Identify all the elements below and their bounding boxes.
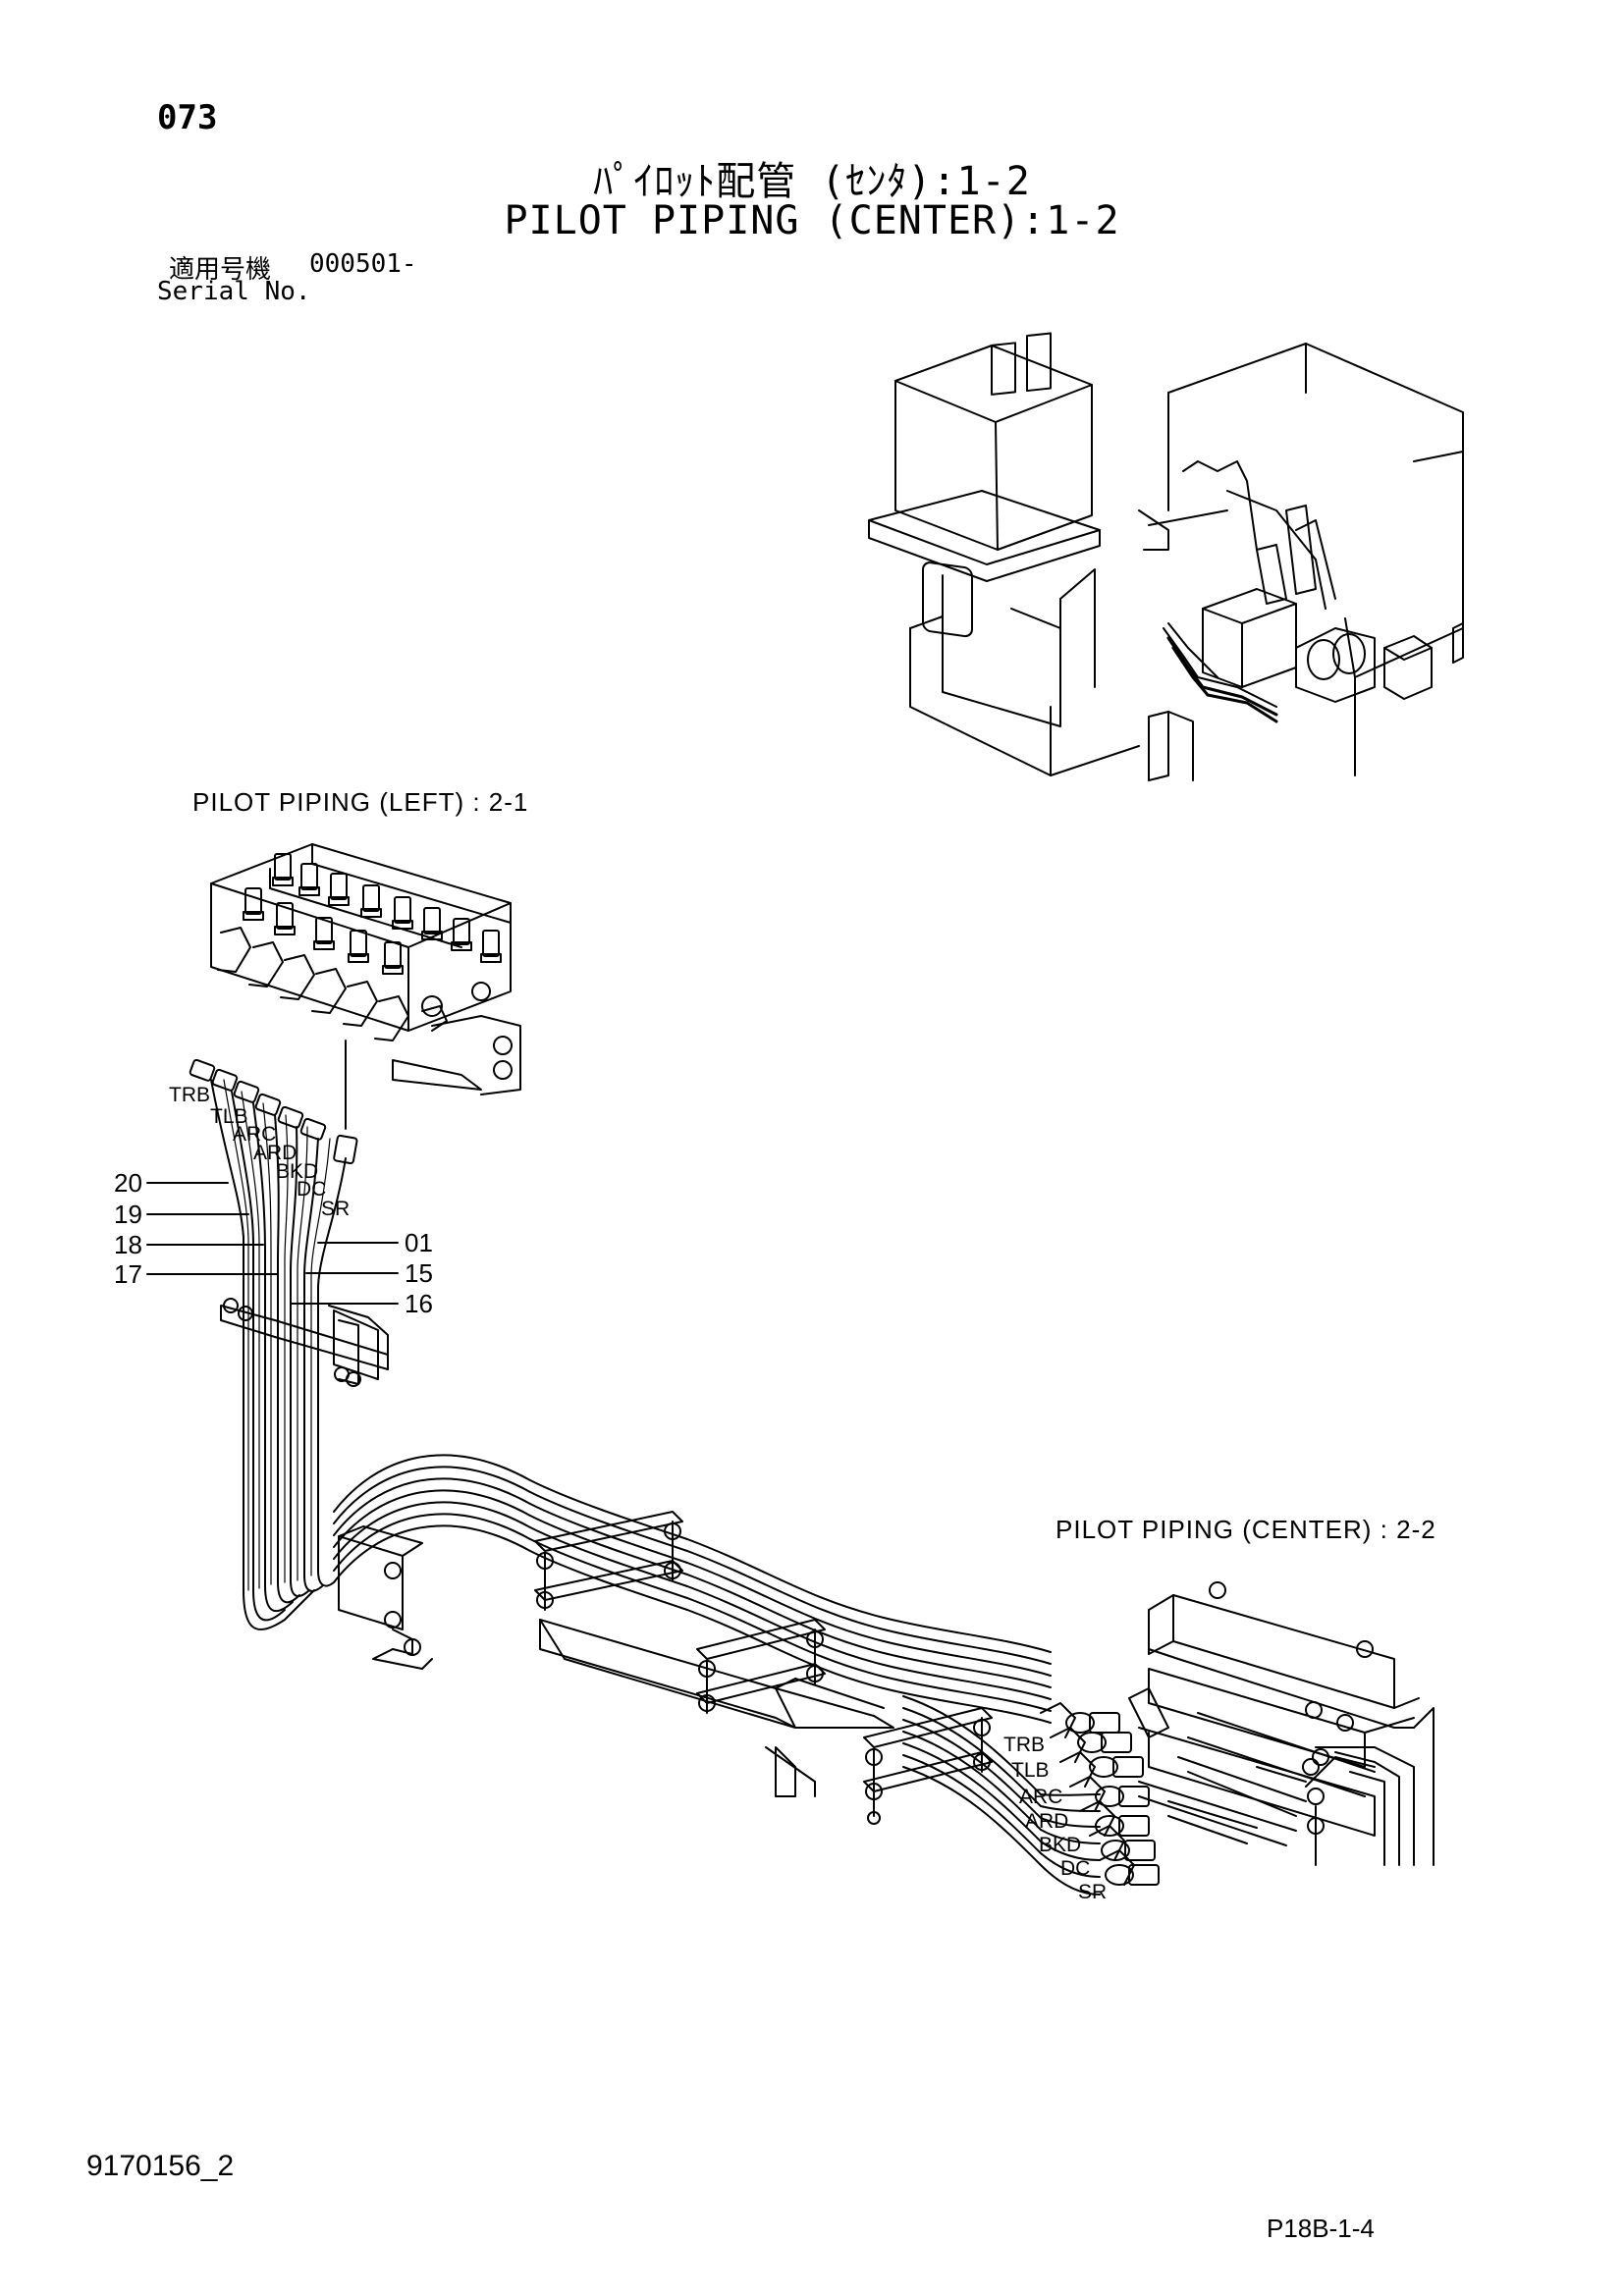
part-number-16: 16 [405,1289,433,1318]
middle-clamps [534,1511,993,1825]
top-port-labels: TRB TLB ARC ARD BKD DC SR [169,1084,350,1220]
port-label-dc-bottom: DC [1060,1857,1090,1880]
upper-clamp [220,1298,389,1387]
bottom-port-labels: TRB TLB ARC ARD BKD DC SR [1003,1734,1107,1903]
hose-bundle [210,1079,347,1630]
port-label-tlb-bottom: TLB [1011,1759,1050,1782]
middle-hose-run [333,1454,1052,1724]
serial-label-jp: 適用号機 [169,255,272,285]
lower-right-hose-run [902,1695,1101,1896]
right-elbow-fittings [1040,1702,1135,1886]
left-valve-block [210,843,521,1095]
center-rail [539,1619,894,1797]
port-label-trb-top: TRB [169,1084,210,1106]
machine-overview [868,332,1464,781]
serial-value: 000501- [309,249,417,279]
port-label-bkd-bottom: BKD [1039,1834,1081,1856]
serial-label-en: Serial No. [157,277,311,306]
port-label-ard-top: ARD [253,1142,297,1164]
port-label-sr-bottom: SR [1078,1881,1107,1903]
page-number: 073 [157,98,218,137]
port-label-arc-bottom: ARC [1019,1786,1062,1808]
part-number-19: 19 [114,1200,142,1229]
ref-pilot-piping-center: PILOT PIPING (CENTER) : 2-2 [1056,1515,1436,1544]
ref-pilot-piping-left: PILOT PIPING (LEFT) : 2-1 [192,787,529,817]
page-title-en: PILOT PIPING (CENTER):1-2 [504,198,1120,243]
port-label-sr-top: SR [321,1198,350,1220]
valve-top-fittings [243,853,502,975]
right-valve-assembly [1128,1581,1435,1866]
upper-hose-fittings [189,1040,358,1165]
port-label-ard-bottom: ARD [1025,1810,1068,1833]
part-number-20: 20 [114,1168,142,1198]
page-code: P18B-1-4 [1267,2214,1375,2243]
port-label-dc-top: DC [297,1178,326,1201]
page-title-jp: ﾊﾟｲﾛｯﾄ配管 (ｾﾝﾀ):1-2 [593,159,1031,204]
port-label-arc-top: ARC [233,1123,276,1146]
part-number-17: 17 [114,1259,142,1289]
valve-elbow-fittings [217,927,491,1041]
part-number-leaders: 20 19 18 17 01 15 16 [114,1168,433,1318]
part-number-15: 15 [405,1258,433,1288]
left-support-frame [338,1525,433,1670]
part-number-18: 18 [114,1230,142,1259]
port-label-bkd-top: BKD [276,1160,318,1183]
port-label-trb-bottom: TRB [1003,1734,1045,1756]
document-id: 9170156_2 [86,2150,235,2182]
port-label-tlb-top: TLB [210,1105,248,1128]
part-number-01: 01 [405,1228,433,1257]
